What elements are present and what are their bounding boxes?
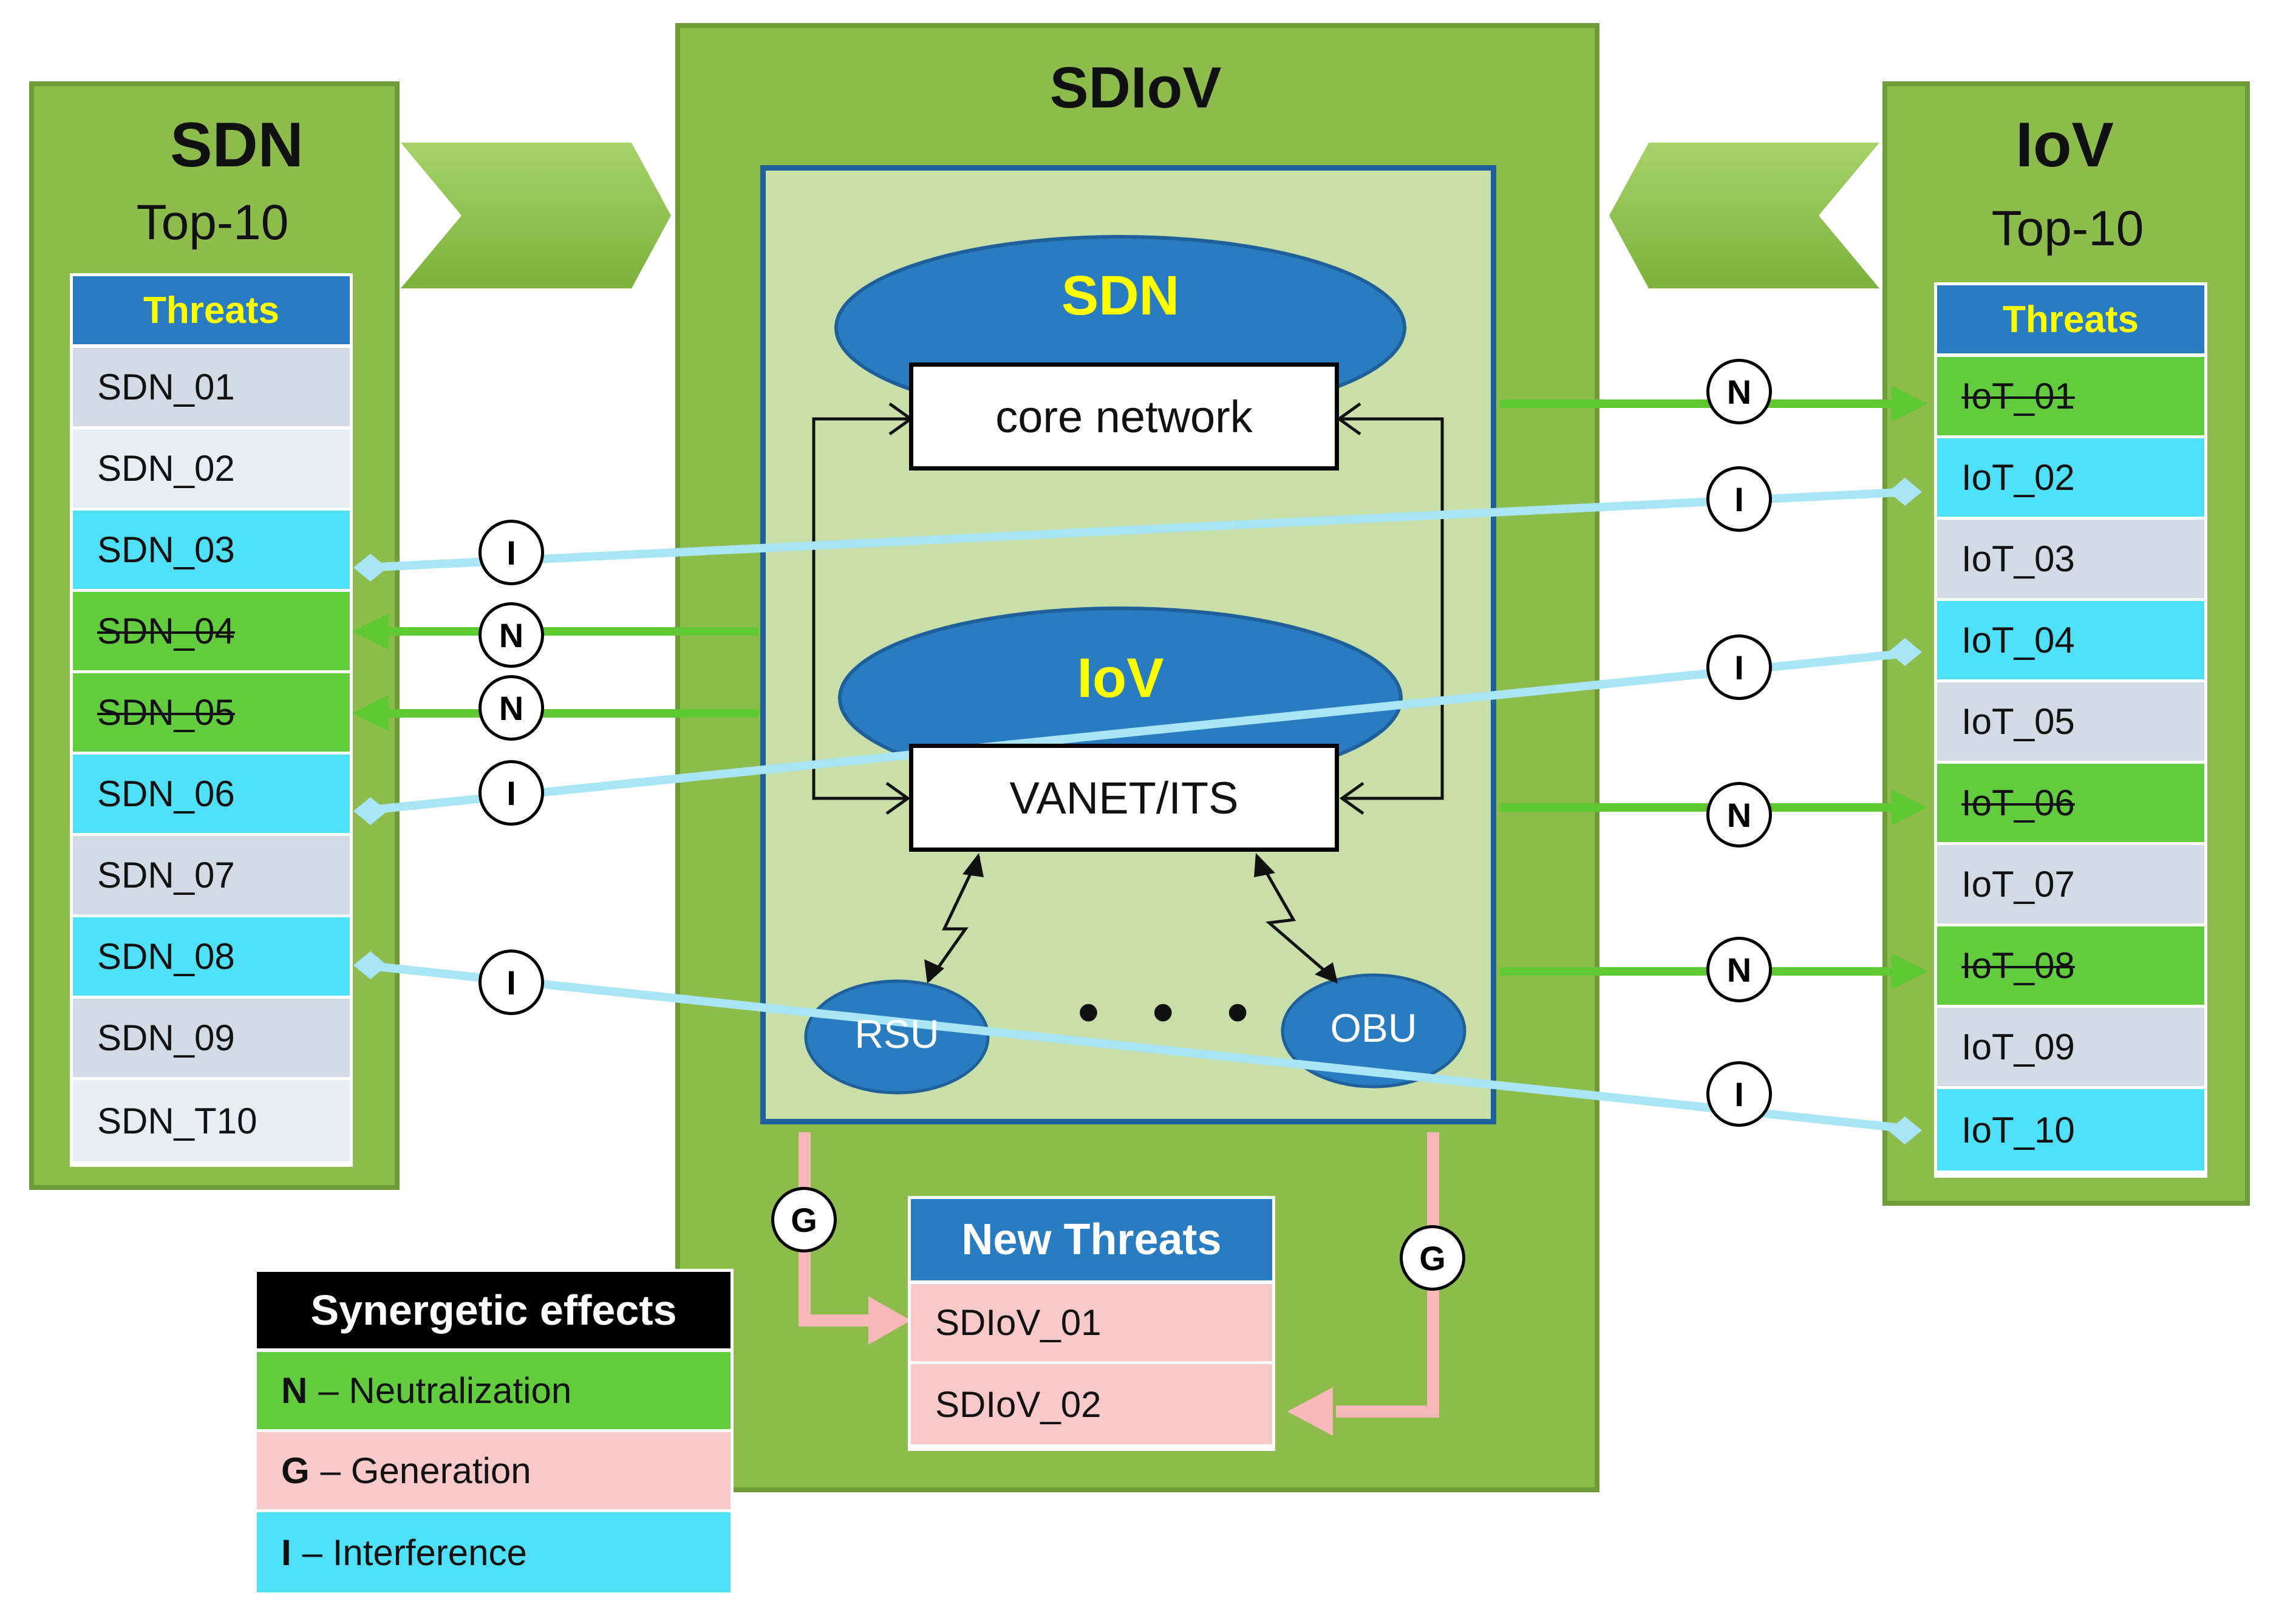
sdn-threat-row: SDN_01 <box>73 348 350 429</box>
iov-threat-row: IoT_01 <box>1937 357 2204 438</box>
legend-item-interference: I – Interference <box>257 1512 731 1592</box>
new-threat-row: SDIoV_01 <box>911 1284 1272 1364</box>
iov-threat-row: IoT_07 <box>1937 845 2204 926</box>
legend-title: Synergetic effects <box>257 1272 731 1352</box>
iov-threat-list: Threats IoT_01 IoT_02 IoT_03 IoT_04 IoT_… <box>1934 282 2207 1178</box>
interference-arrowheads <box>353 478 1922 1144</box>
neutralization-badge: N <box>1706 782 1772 848</box>
chevron-right-icon <box>401 143 540 288</box>
chevron-right-icon <box>553 143 671 288</box>
sdn-threat-row: SDN_07 <box>73 836 350 917</box>
neutralization-badge: N <box>479 675 544 741</box>
interference-badge: I <box>1706 466 1772 532</box>
legend: Synergetic effects N – Neutralization G … <box>254 1269 734 1603</box>
iov-threat-header: Threats <box>1937 285 2204 357</box>
sdn-threat-row: SDN_03 <box>73 511 350 592</box>
iov-threat-row: IoT_04 <box>1937 601 2204 682</box>
sdn-threat-row: SDN_05 <box>73 673 350 755</box>
rsu-ellipse <box>804 979 990 1095</box>
rsu-label: RSU <box>854 1011 939 1056</box>
sdn-panel-title: SDN <box>170 110 304 180</box>
iov-threat-row: IoT_05 <box>1937 682 2204 764</box>
iov-panel-title: IoV <box>2015 110 2114 180</box>
interference-badge: I <box>479 950 544 1015</box>
iov-threat-row: IoT_09 <box>1937 1008 2204 1089</box>
interference-links <box>364 488 1913 1133</box>
chevron-left-icon <box>1740 143 1879 288</box>
legend-item-neutralization: N – Neutralization <box>257 1352 731 1432</box>
sdn-threat-row: SDN_T10 <box>73 1080 350 1161</box>
sdn-threat-row: SDN_08 <box>73 917 350 999</box>
interference-badge: I <box>479 760 544 826</box>
sdn-threat-row: SDN_04 <box>73 592 350 673</box>
sdn-ellipse-label: SDN <box>1061 265 1180 327</box>
neutralization-arrowheads <box>352 386 1928 990</box>
iov-threat-row: IoT_02 <box>1937 438 2204 520</box>
sdn-threat-list: Threats SDN_01 SDN_02 SDN_03 SDN_04 SDN_… <box>70 273 353 1167</box>
sdn-threat-row: SDN_09 <box>73 999 350 1080</box>
ellipsis-dots: • • • <box>1078 978 1267 1046</box>
new-threats-header: New Threats <box>911 1199 1272 1284</box>
sdn-threat-header: Threats <box>73 276 350 348</box>
neutralization-badge: N <box>1706 359 1772 424</box>
sdn-panel-subtitle: Top-10 <box>136 195 289 250</box>
neutralization-badge: N <box>479 602 544 668</box>
sdn-threat-row: SDN_02 <box>73 429 350 511</box>
interference-badge: I <box>1706 634 1772 700</box>
legend-text: – Generation <box>320 1450 531 1491</box>
generation-arrowheads <box>868 1296 1333 1436</box>
generation-badge: G <box>1400 1225 1465 1291</box>
iov-threat-row: IoT_10 <box>1937 1089 2204 1170</box>
new-threat-row: SDIoV_02 <box>911 1364 1272 1444</box>
legend-key: N <box>281 1370 308 1411</box>
legend-text: – Neutralization <box>318 1370 572 1411</box>
legend-text: – Interference <box>302 1532 527 1573</box>
chevron-right-icon <box>477 143 616 288</box>
core-network-box: core network <box>909 362 1339 471</box>
generation-badge: G <box>771 1187 837 1252</box>
interference-badge: I <box>479 520 544 585</box>
iov-ellipse-label: IoV <box>1077 647 1164 709</box>
iov-threat-row: IoT_03 <box>1937 520 2204 601</box>
iov-threat-row: IoT_06 <box>1937 764 2204 845</box>
chevron-left-icon <box>1664 143 1804 288</box>
obu-label: OBU <box>1330 1005 1417 1050</box>
sdn-threat-row: SDN_06 <box>73 755 350 836</box>
sdiov-title: SDIoV <box>1049 55 1222 120</box>
wireless-arrowheads <box>924 853 1338 984</box>
iov-panel-subtitle: Top-10 <box>1991 201 2144 256</box>
legend-item-generation: G – Generation <box>257 1432 731 1512</box>
legend-key: I <box>281 1532 291 1573</box>
chevron-left-icon <box>1609 143 1728 288</box>
iov-threat-row: IoT_08 <box>1937 926 2204 1008</box>
vanet-its-box: VANET/ITS <box>909 744 1339 852</box>
new-threats-table: New Threats SDIoV_01 SDIoV_02 <box>908 1196 1275 1451</box>
neutralization-badge: N <box>1706 937 1772 1002</box>
neutralization-links <box>376 399 1901 976</box>
obu-ellipse <box>1281 973 1467 1089</box>
interference-badge: I <box>1706 1061 1772 1127</box>
legend-key: G <box>281 1450 310 1491</box>
